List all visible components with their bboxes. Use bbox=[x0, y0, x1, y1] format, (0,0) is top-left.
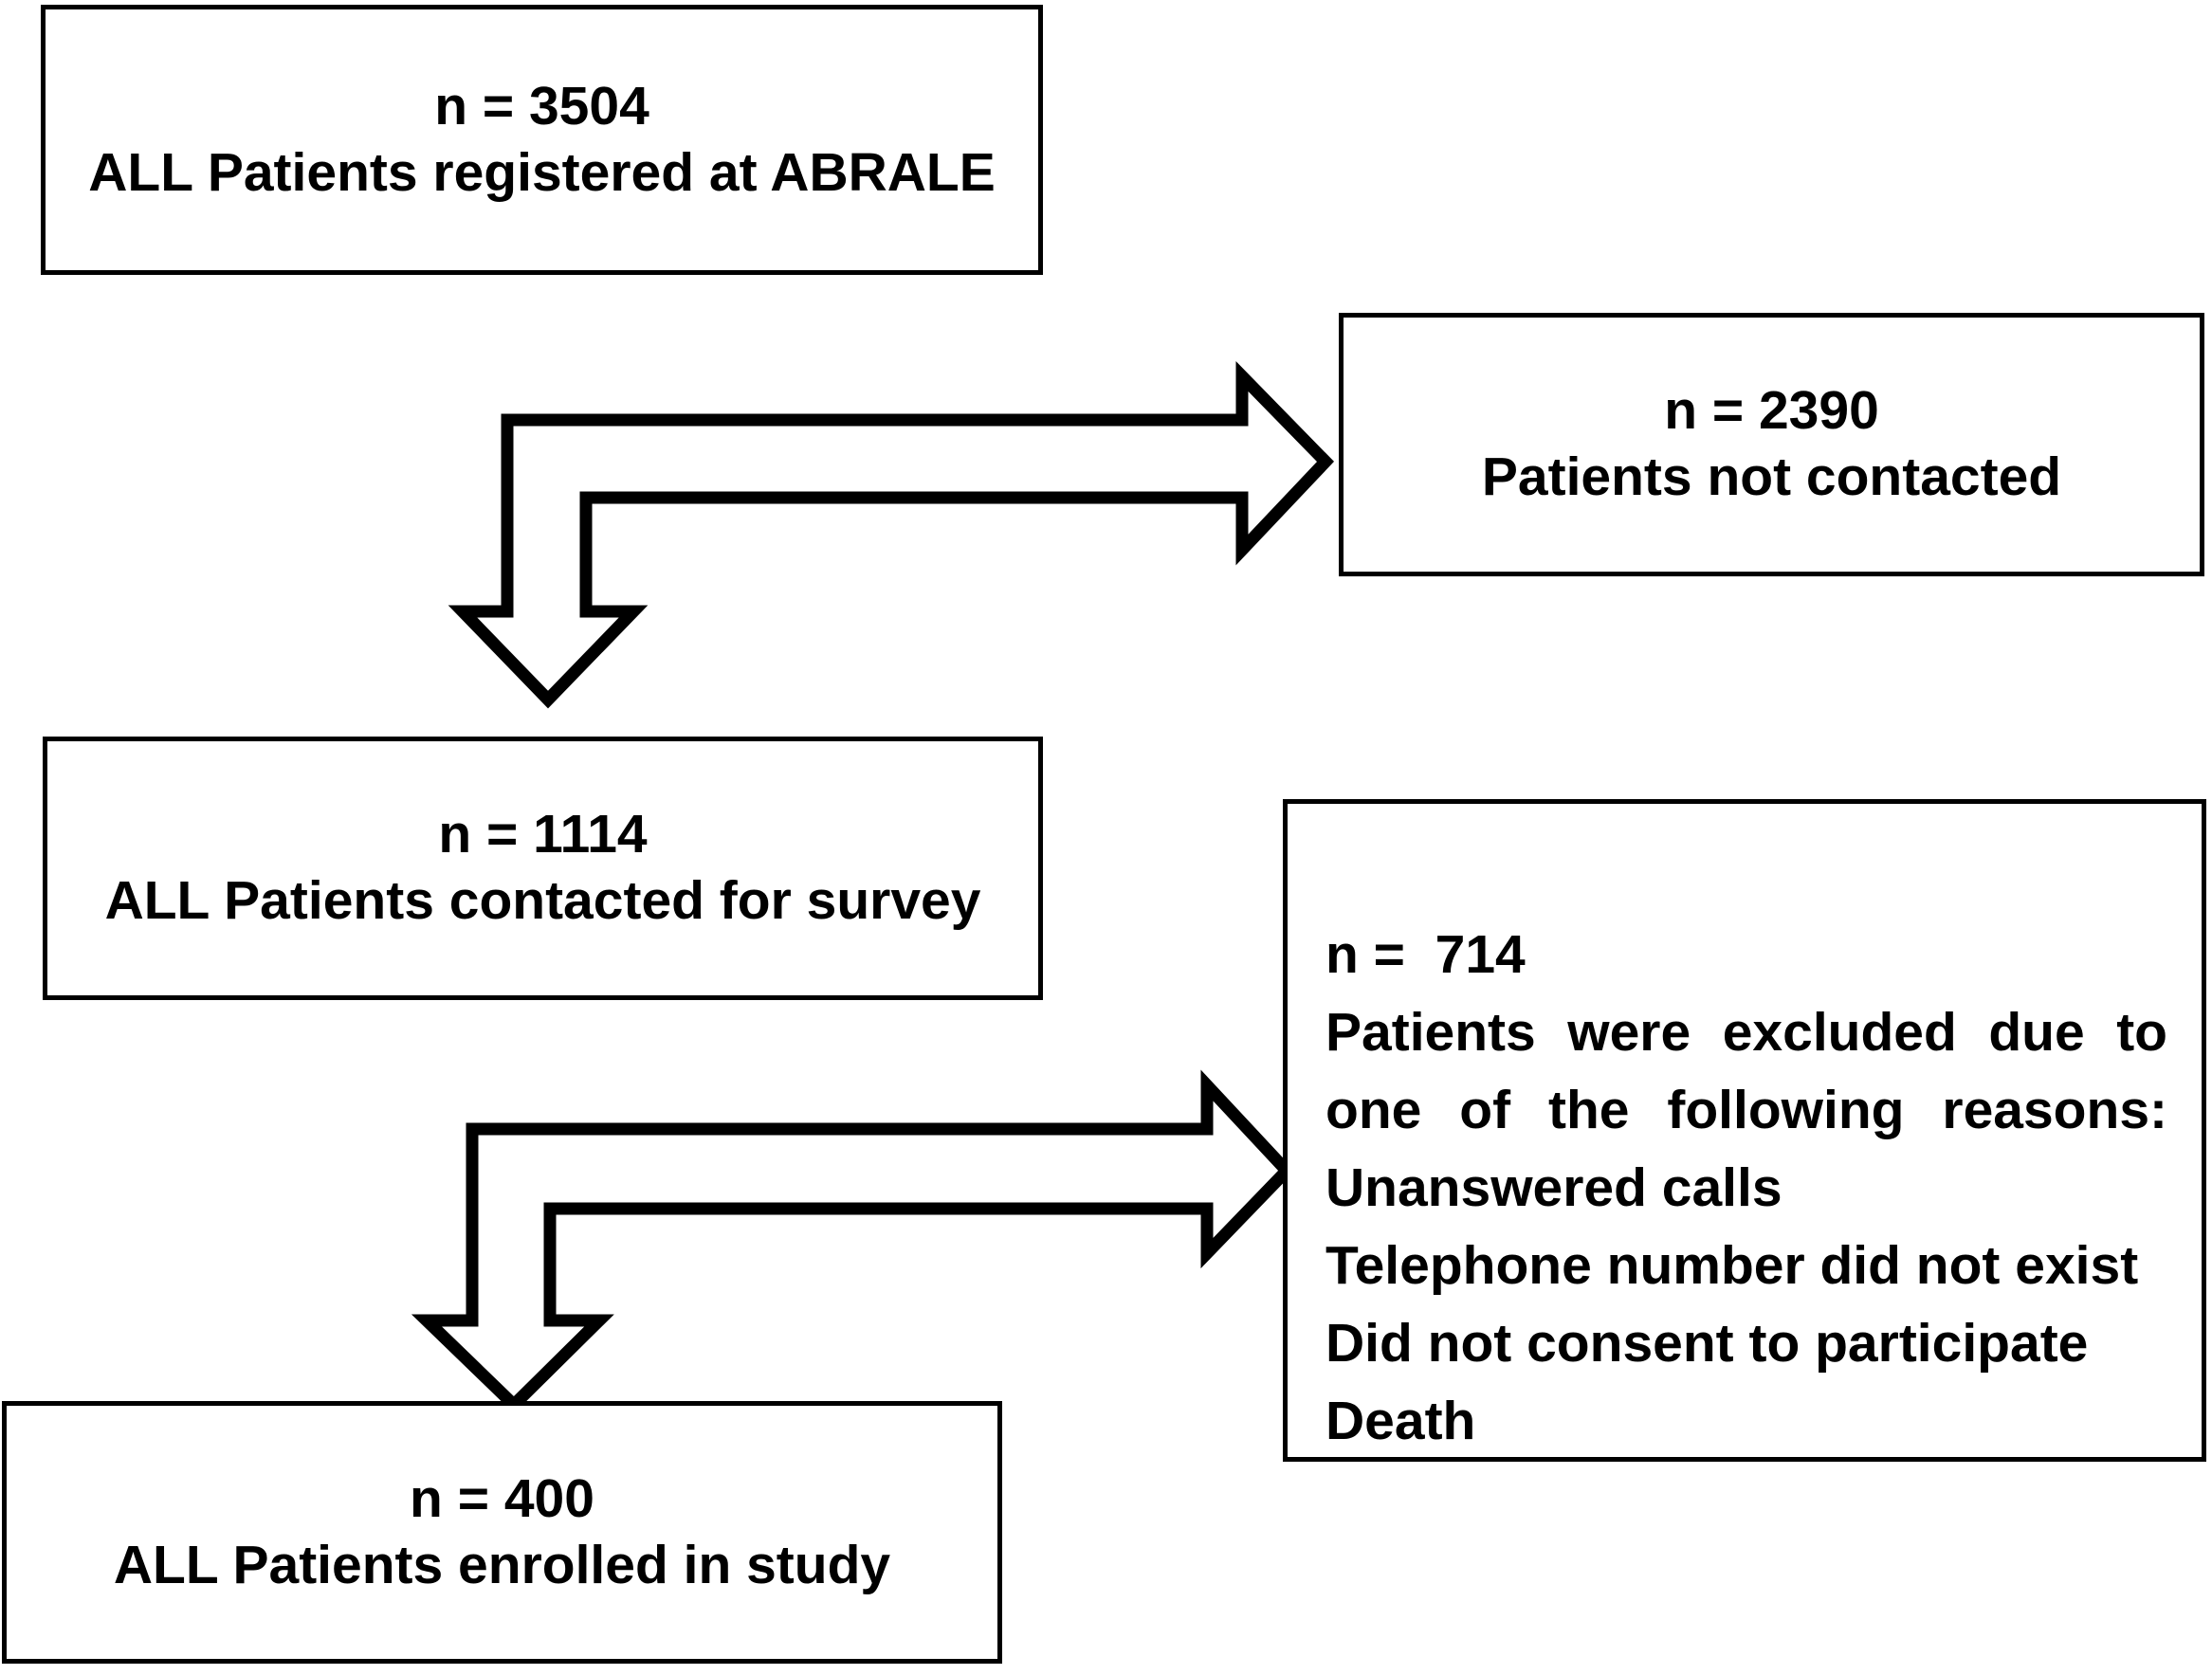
box-not-contacted: n = 2390 Patients not contacted bbox=[1339, 313, 2204, 576]
not-contacted-count: n = 2390 bbox=[1664, 380, 1879, 442]
excluded-count: n = 714 bbox=[1325, 924, 1526, 985]
excluded-reason-telephone-not-exist: Telephone number did not exist bbox=[1325, 1235, 2139, 1297]
excluded-reason-no-consent: Did not consent to participate bbox=[1325, 1313, 2089, 1375]
excluded-reason-unanswered-calls: Unanswered calls bbox=[1325, 1157, 1782, 1219]
box-excluded: n = 714 Patients were excluded due to on… bbox=[1283, 799, 2206, 1462]
excluded-reason-intro-line1: Patients were excluded due to bbox=[1325, 1002, 2167, 1064]
box-registered: n = 3504 ALL Patients registered at ABRA… bbox=[41, 5, 1043, 275]
excluded-reason-death: Death bbox=[1325, 1391, 1476, 1452]
registered-label: ALL Patients registered at ABRALE bbox=[88, 141, 996, 203]
registered-count: n = 3504 bbox=[434, 75, 649, 137]
box-enrolled: n = 400 ALL Patients enrolled in study bbox=[2, 1401, 1002, 1664]
arrow-registered-to-contacted-and-not-contacted-icon bbox=[448, 361, 1335, 709]
contacted-count: n = 1114 bbox=[438, 804, 648, 865]
enrolled-count: n = 400 bbox=[410, 1467, 594, 1529]
excluded-reason-intro-line2: one of the following reasons: bbox=[1325, 1080, 2167, 1141]
contacted-label: ALL Patients contacted for survey bbox=[104, 870, 981, 931]
arrow-contacted-to-enrolled-and-excluded-icon bbox=[411, 1069, 1295, 1414]
box-contacted: n = 1114 ALL Patients contacted for surv… bbox=[43, 737, 1043, 1000]
not-contacted-label: Patients not contacted bbox=[1481, 446, 2062, 507]
enrolled-label: ALL Patients enrolled in study bbox=[113, 1534, 891, 1595]
